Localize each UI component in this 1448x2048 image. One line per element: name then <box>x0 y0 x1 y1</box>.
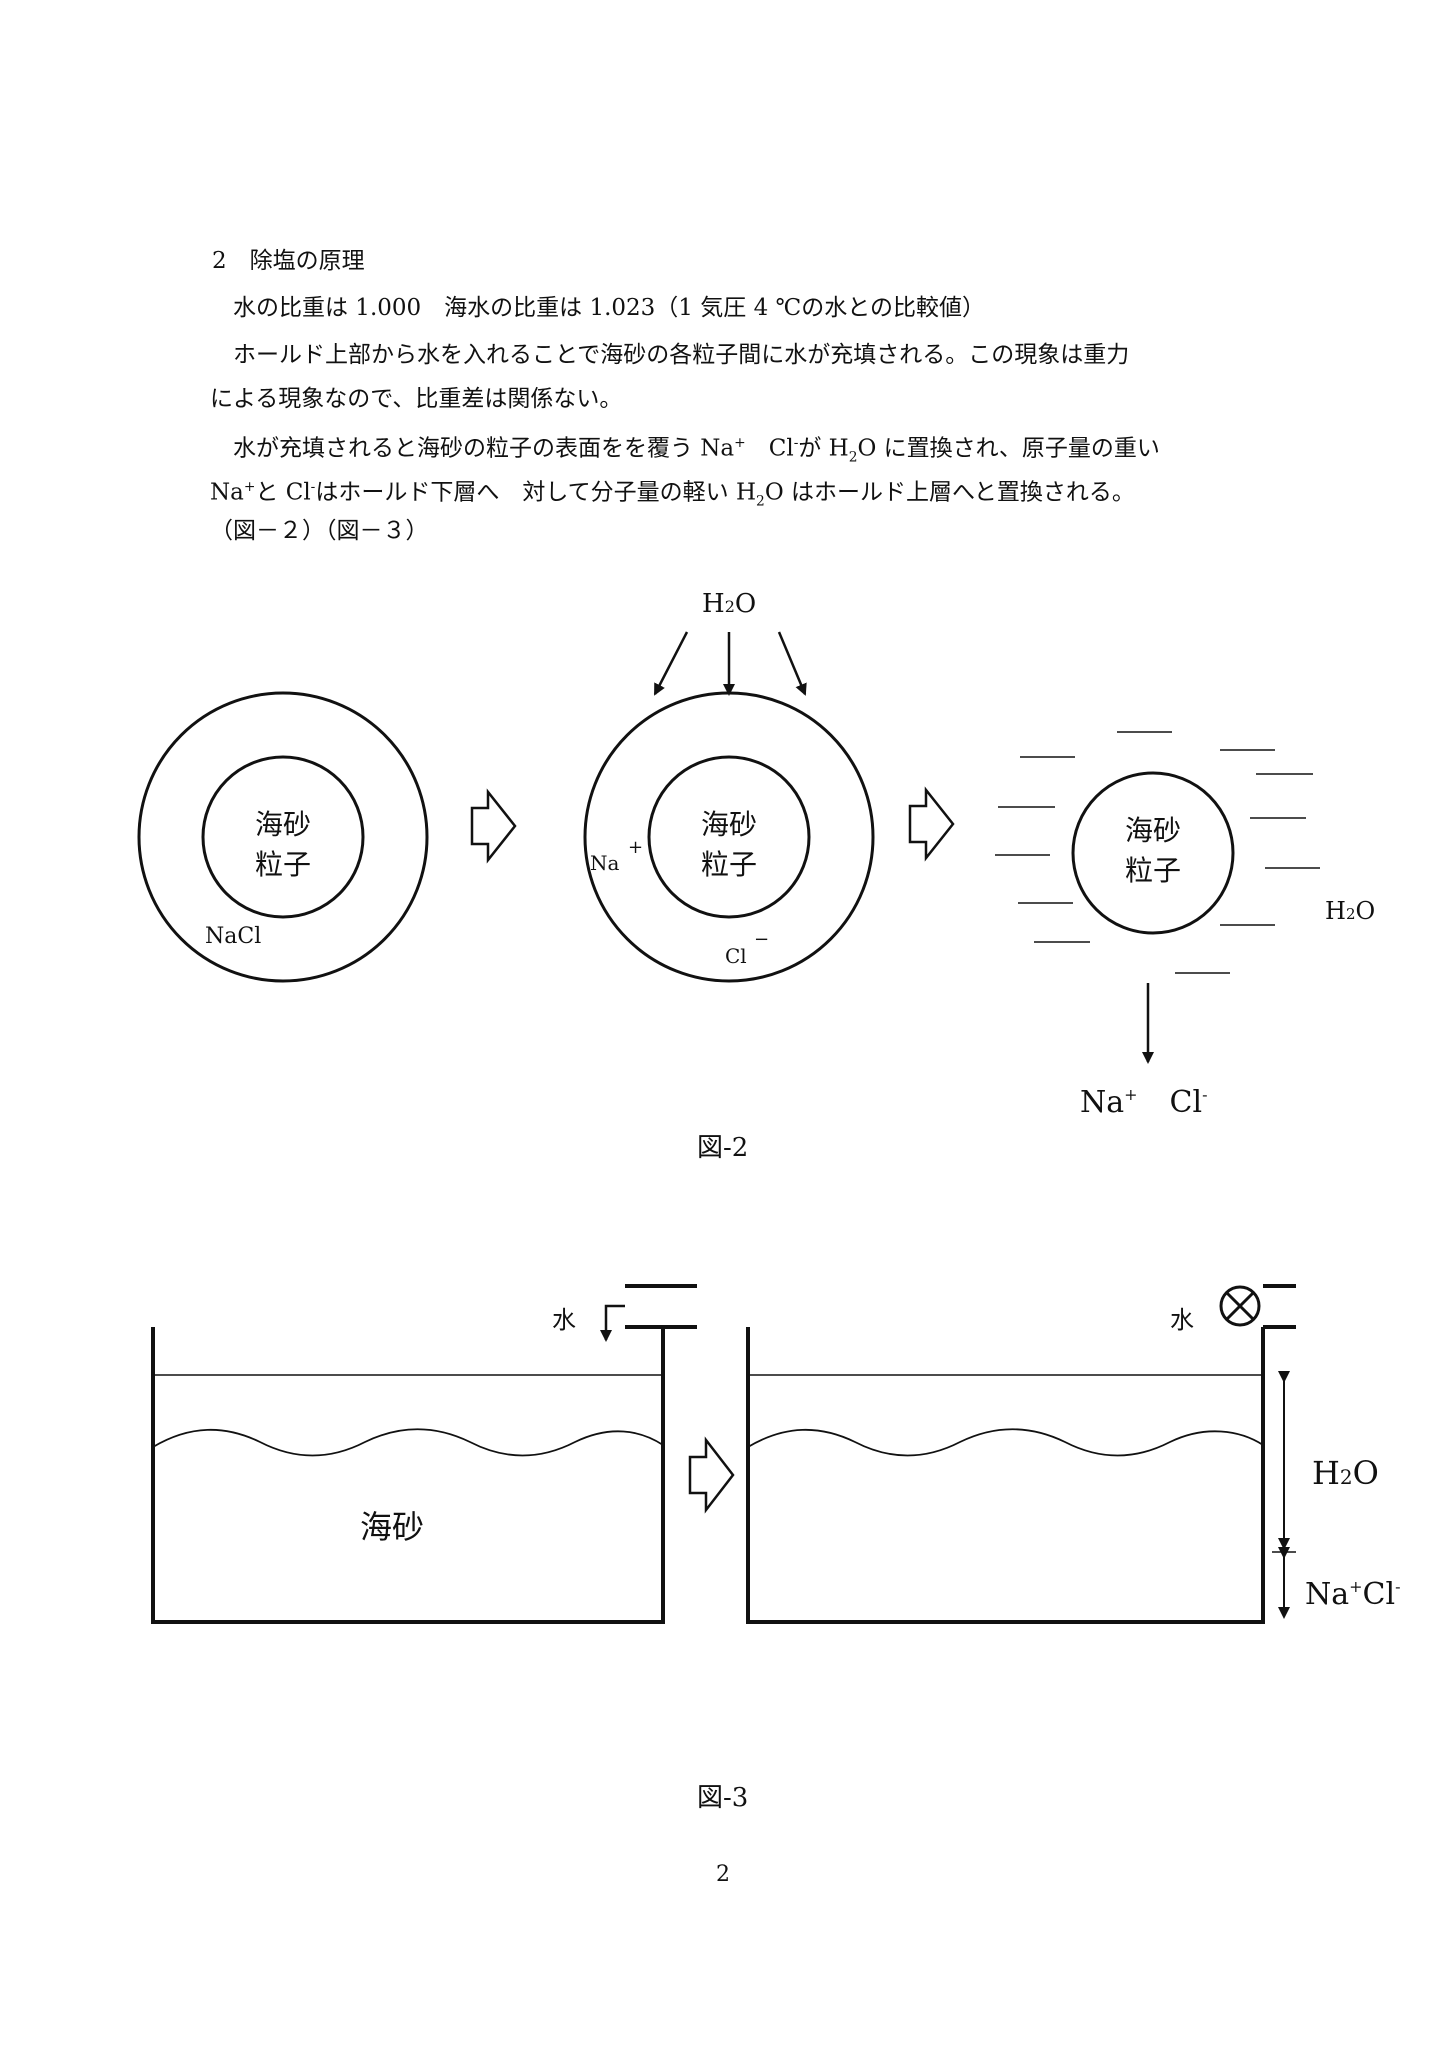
paragraph-line: Na+と Cl-はホールド下層へ 対して分子量の軽い H2O はホールド上層へと… <box>210 479 1135 510</box>
hold-tank <box>746 1327 1265 1624</box>
water-flow-arrow <box>777 631 807 696</box>
section-number: 2 <box>212 248 227 274</box>
process-arrow-icon <box>688 1436 735 1514</box>
outflow-ions-label: Na+Cl- <box>1080 1085 1208 1120</box>
figure-2-diagram: 海砂 粒子 NaCl 海砂 粒子 Na + Cl − H2O 海砂 粒子 H2O <box>137 589 1375 1120</box>
nacl-coating-circle <box>137 691 429 983</box>
page-number: 2 <box>716 1862 730 1887</box>
cl-minus-sign: − <box>754 929 769 950</box>
water-molecule-dashes <box>995 731 1320 974</box>
process-arrow-icon <box>470 788 517 864</box>
figure-3-diagram: 海砂 水 水 H2O Na+Cl- <box>151 1284 1401 1624</box>
particle-label-2: 粒子 <box>701 848 757 881</box>
na-ion-label: Na <box>590 851 620 875</box>
h2o-layer-label: H2O <box>1312 1454 1379 1492</box>
particle-label-1: 海砂 <box>1125 814 1181 847</box>
closed-valve-icon <box>1219 1285 1261 1327</box>
h2o-label: H2O <box>1325 897 1375 925</box>
paragraph-line: 水の比重は 1.000 海水の比重は 1.023（1 気圧 4 ℃の水との比較値… <box>233 295 986 321</box>
paragraph-line: （図－２）（図－３） <box>210 518 429 544</box>
particle-label-1: 海砂 <box>701 808 757 841</box>
section-heading: 2 除塩の原理 <box>212 246 365 276</box>
ion-layer-label: Na+Cl- <box>1305 1577 1401 1612</box>
sand-particle-circle <box>647 755 811 919</box>
water-inflow-arrow <box>600 1304 625 1342</box>
nacl-label: NaCl <box>205 924 261 949</box>
h2o-label: H2O <box>702 589 756 619</box>
hold-tank <box>151 1327 665 1624</box>
sand-surface-wave <box>747 1428 1264 1457</box>
water-flow-arrow <box>653 631 689 696</box>
paragraph-line: 水が充填されると海砂の粒子の表面をを覆う Na+ Cl-が H2O に置換され、… <box>233 435 1160 466</box>
sand-particle-circle <box>201 755 365 919</box>
sand-surface-wave <box>152 1428 664 1457</box>
figure-3-caption: 図-3 <box>697 1783 749 1813</box>
paragraph-line: ホールド上部から水を入れることで海砂の各粒子間に水が充填される。この現象は重力 <box>233 342 1130 368</box>
cl-ion-label: Cl <box>725 944 747 968</box>
sand-particle-circle <box>1071 771 1235 935</box>
paragraph-line: による現象なので、比重差は関係ない。 <box>210 386 623 412</box>
particle-label-2: 粒子 <box>1125 854 1181 887</box>
sand-label: 海砂 <box>360 1508 424 1546</box>
figure-2-caption: 図-2 <box>697 1133 749 1163</box>
process-arrow-icon <box>908 786 955 862</box>
na-plus-sign: + <box>628 837 643 858</box>
water-label: 水 <box>552 1306 576 1334</box>
particle-label-1: 海砂 <box>255 808 311 841</box>
particle-label-2: 粒子 <box>255 848 311 881</box>
water-label: 水 <box>1170 1306 1194 1334</box>
section-title: 除塩の原理 <box>249 248 365 274</box>
